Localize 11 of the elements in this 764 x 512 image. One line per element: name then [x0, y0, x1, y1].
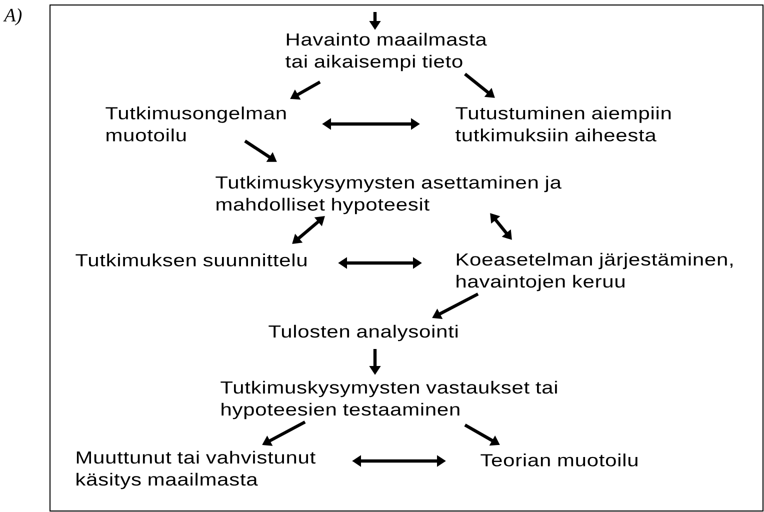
step-text: Muuttunut tai vahvistunut käsitys maailmasta [76, 450, 316, 490]
step-text: Tutustuminen aiempiin tutkimuksiin aiheesta [456, 106, 671, 142]
step-text: Tutkimuskysymysten vastaukset tai hypoteesien testaaminen [220, 380, 557, 420]
panel-label: A) [3, 8, 22, 26]
step-text: Havainto maailmasta tai aikaisempi tieto [286, 32, 487, 72]
step-text: Tutkimuksen suunnittelu [76, 254, 306, 266]
step-text: Teorian muotoilu [480, 454, 638, 466]
step-text: Koeasetelman järjestäminen, havaintojen keruu [456, 252, 732, 292]
step-text: Tulosten analysointi [268, 324, 458, 342]
step-text: Tutkimusongelman muotoilu [106, 106, 286, 142]
step-text: Tutkimuskysymysten asettaminen ja mahdolliset hypoteesit [216, 176, 562, 214]
